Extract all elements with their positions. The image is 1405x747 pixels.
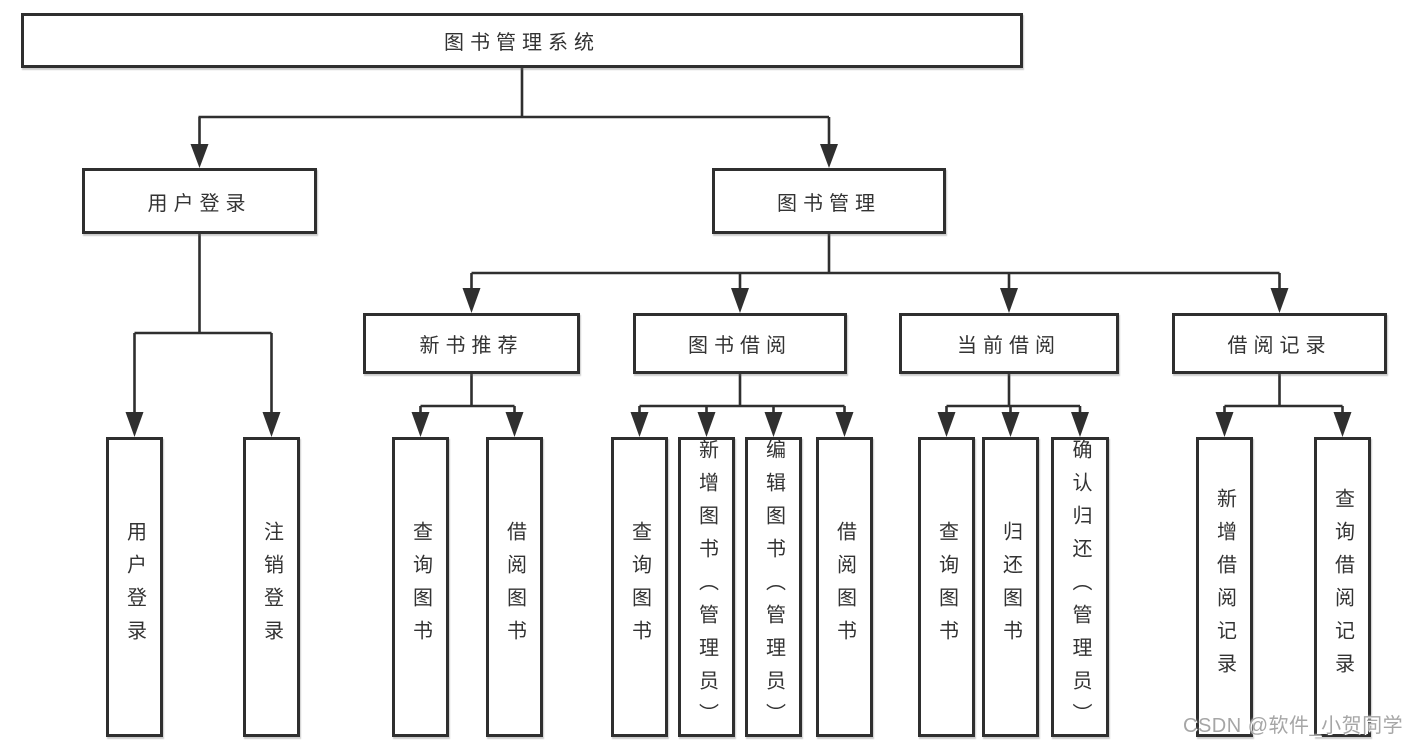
node-leaf-borrow-books: 借阅图书 <box>816 437 873 737</box>
node-borrow-records-label: 借阅记录 <box>1227 335 1332 357</box>
node-leaf-query-books-recommend: 查询图书 <box>392 437 449 737</box>
connector-book-borrow-to-leaves <box>630 374 854 437</box>
node-root: 图书管理系统 <box>21 13 1023 68</box>
node-leaf-borrow-books-recommend: 借阅图书 <box>486 437 543 737</box>
node-leaf-query-books-current: 查询图书 <box>918 437 975 737</box>
connector-new-book-recommend-to-leaves <box>411 374 524 437</box>
connector-borrow-records-to-leaves <box>1215 374 1352 437</box>
node-user-login-label: 用户登录 <box>147 192 252 215</box>
node-book-management: 图书管理 <box>712 168 946 234</box>
node-leaf-logout: 注销登录 <box>243 437 300 737</box>
node-root-label: 图书管理系统 <box>444 32 600 54</box>
node-user-login: 用户登录 <box>82 168 317 234</box>
node-leaf-edit-books-admin: 编辑图书（管理员） <box>745 437 802 737</box>
node-leaf-user-login: 用户登录 <box>106 437 163 737</box>
node-book-management-label: 图书管理 <box>777 192 881 215</box>
node-current-borrow-label: 当前借阅 <box>957 335 1061 357</box>
connector-book-management-to-level3 <box>462 234 1289 313</box>
node-leaf-query-books-recommend-label: 查询图书 <box>409 521 432 653</box>
csdn-watermark: CSDN @软件_小贺同学 <box>1183 715 1404 737</box>
node-leaf-query-borrow-record: 查询借阅记录 <box>1314 437 1371 737</box>
node-leaf-return-books-label: 归还图书 <box>999 521 1022 653</box>
node-leaf-logout-label: 注销登录 <box>260 521 283 653</box>
node-leaf-confirm-return-admin-label: 确认归还（管理员） <box>1069 438 1091 736</box>
node-leaf-edit-books-admin-label: 编辑图书（管理员） <box>762 438 785 736</box>
node-leaf-add-books-admin-label: 新增图书（管理员） <box>695 438 718 736</box>
node-leaf-return-books: 归还图书 <box>982 437 1039 737</box>
node-borrow-records: 借阅记录 <box>1172 313 1387 374</box>
node-leaf-query-books-current-label: 查询图书 <box>935 521 958 653</box>
node-leaf-add-borrow-record-label: 新增借阅记录 <box>1213 488 1236 686</box>
node-leaf-add-books-admin: 新增图书（管理员） <box>678 437 735 737</box>
node-leaf-add-borrow-record: 新增借阅记录 <box>1196 437 1253 737</box>
node-new-book-recommend-label: 新书推荐 <box>419 335 524 357</box>
node-leaf-query-books-borrow: 查询图书 <box>611 437 668 737</box>
connector-user-login-to-leaves <box>125 234 281 437</box>
node-book-borrow-label: 图书借阅 <box>688 335 792 357</box>
node-new-book-recommend: 新书推荐 <box>363 313 580 374</box>
connector-current-borrow-to-leaves <box>937 374 1089 437</box>
node-leaf-user-login-label: 用户登录 <box>123 521 146 653</box>
connector-root-to-level2 <box>190 68 838 168</box>
node-leaf-query-books-borrow-label: 查询图书 <box>628 521 651 653</box>
node-leaf-borrow-books-recommend-label: 借阅图书 <box>503 521 526 653</box>
node-leaf-query-borrow-record-label: 查询借阅记录 <box>1331 488 1354 686</box>
node-leaf-confirm-return-admin: 确认归还（管理员） <box>1051 437 1109 737</box>
node-current-borrow: 当前借阅 <box>899 313 1119 374</box>
node-book-borrow: 图书借阅 <box>633 313 847 374</box>
node-leaf-borrow-books-label: 借阅图书 <box>833 521 856 653</box>
